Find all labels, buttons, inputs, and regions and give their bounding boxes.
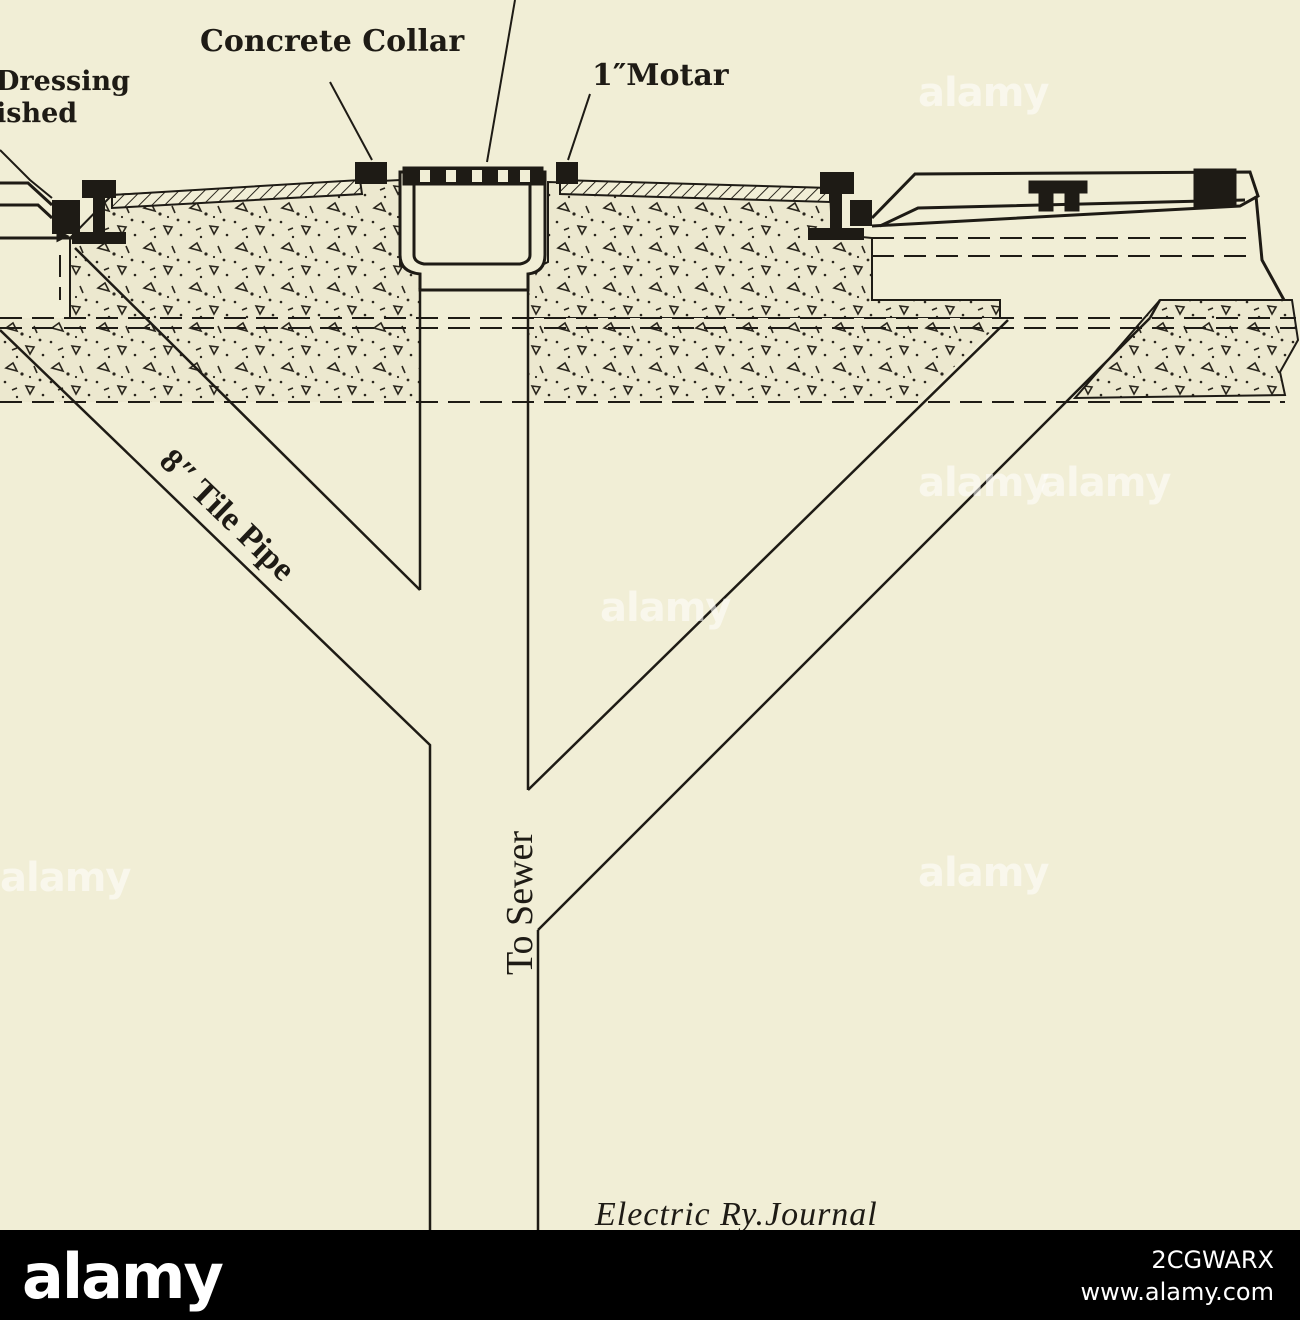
left-edge-fittings: [0, 181, 74, 243]
track-drain-section-drawing: Dressing ished Concrete Collar 1″Motar 8…: [0, 0, 1300, 1233]
site-url: www.alamy.com: [1080, 1278, 1274, 1306]
journal-credit-label: Electric Ry.Journal: [595, 1196, 878, 1233]
to-sewer-label: To Sewer: [499, 830, 541, 975]
image-id-block: 2CGWARX www.alamy.com: [1081, 1244, 1274, 1308]
finished-label: ished: [0, 98, 78, 129]
lower-concrete-slab: [0, 299, 1300, 402]
top-dressing-label: Dressing: [0, 66, 130, 97]
leader-lines: [0, 0, 591, 199]
stock-footer-bar: alamy 2CGWARX www.alamy.com: [0, 1230, 1300, 1320]
mortar-label: 1″Motar: [592, 58, 729, 93]
section-diagram: [0, 0, 1300, 1230]
catch-basin: [398, 166, 547, 292]
alamy-logo: alamy: [22, 1240, 224, 1313]
right-edge-paving: [870, 168, 1286, 301]
rail-right: [808, 172, 872, 240]
pavement-surface: [111, 162, 831, 210]
image-id: 2CGWARX: [1151, 1246, 1274, 1274]
rail-left: [52, 180, 126, 244]
drain-pipes: [0, 247, 1162, 1230]
concrete-collar-label: Concrete Collar: [200, 24, 465, 59]
